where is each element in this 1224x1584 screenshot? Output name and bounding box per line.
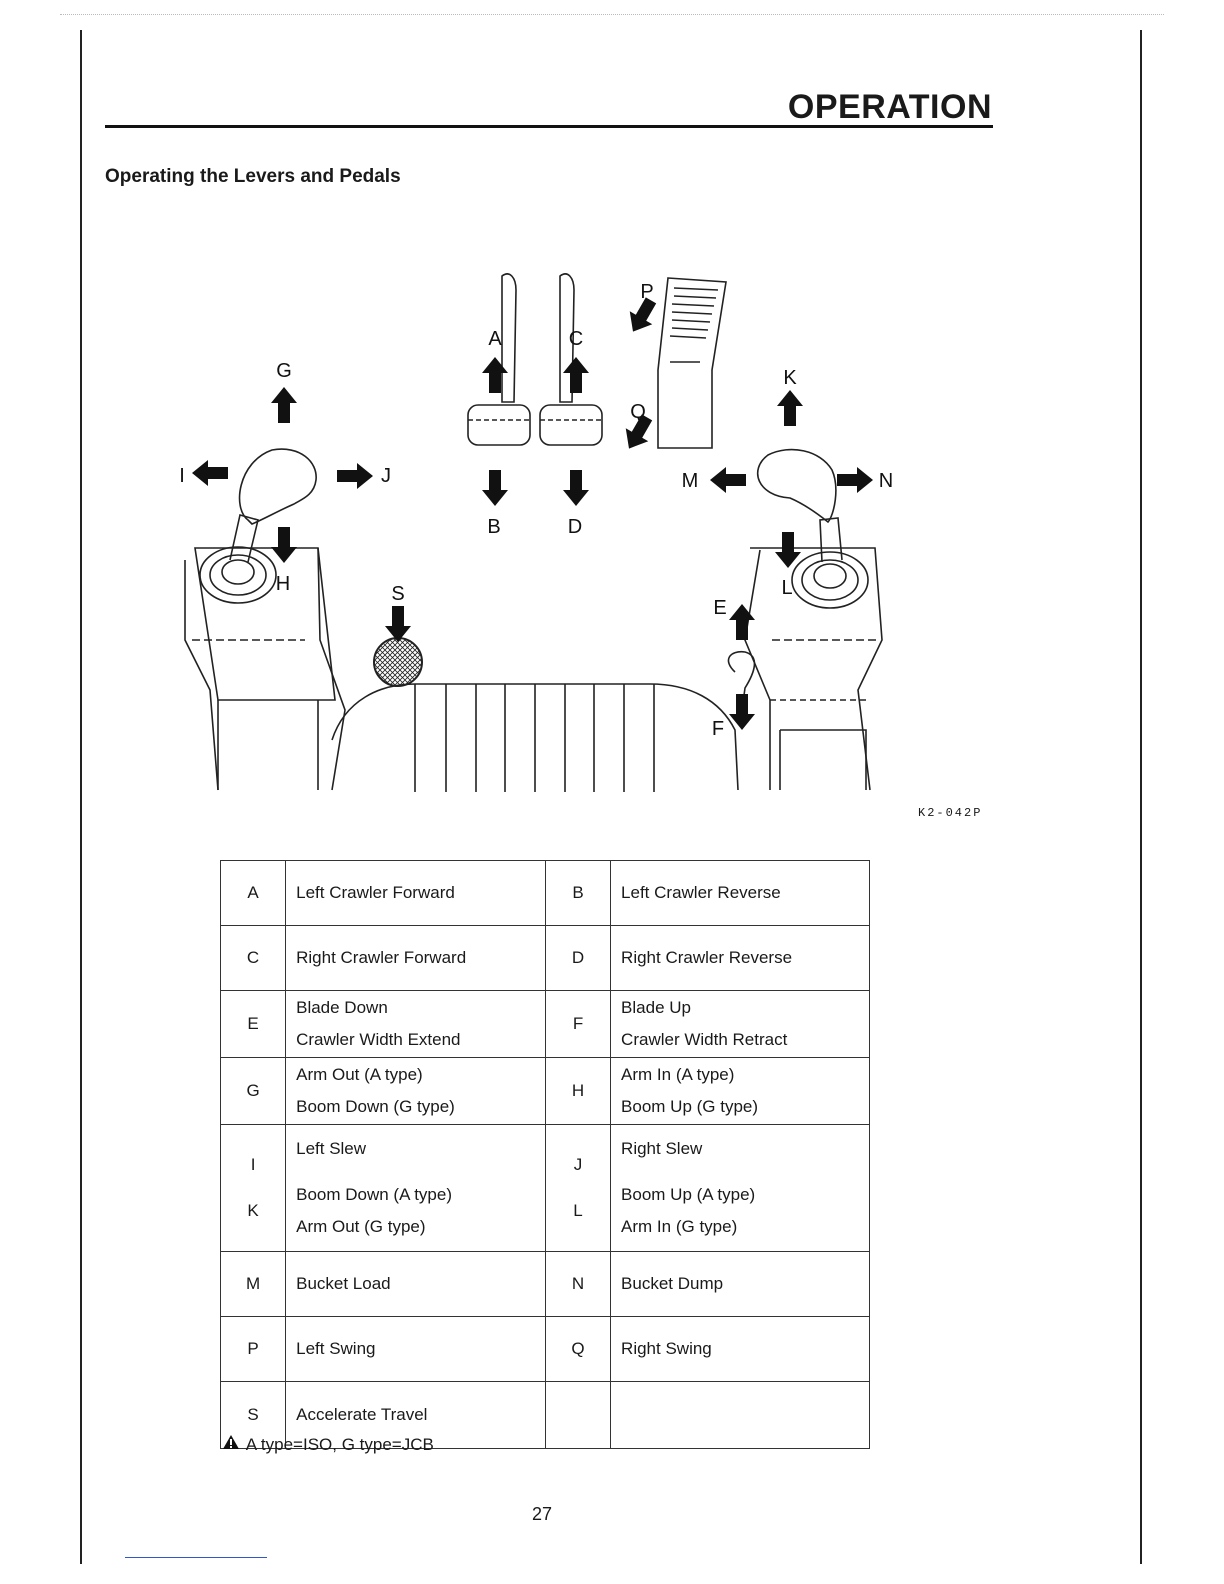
arrow-a-icon [482,357,508,393]
label-b: B [487,516,500,538]
legend-desc: Blade Up Crawler Width Retract [610,990,870,1058]
legend-key: M [219,1251,287,1317]
table-row: C Right Crawler Forward D Right Crawler … [219,925,870,991]
scan-artifact-line [125,1557,267,1558]
legend-desc: Left Crawler Forward [285,860,546,926]
label-q: Q [630,401,646,423]
legend-desc: Right Crawler Reverse [610,925,870,991]
note-text: A type=ISO, G type=JCB [245,1435,434,1454]
arrow-c-icon [563,357,589,393]
table-row: E Blade Down Crawler Width Extend F Blad… [219,990,870,1058]
legend-desc: Right Slew Boom Up (A type) Arm In (G ty… [610,1124,870,1252]
arrow-h-icon [271,527,297,563]
header-rule [105,125,993,128]
arrow-g-icon [271,387,297,423]
legend-key: B [544,860,612,926]
arrow-b-icon [482,470,508,506]
label-n: N [879,470,893,492]
arrow-n-icon [837,467,873,493]
page-left-border [80,30,82,1564]
label-g: G [276,360,292,382]
legend-key: P [219,1316,287,1382]
table-row: G Arm Out (A type) Boom Down (G type) H … [219,1057,870,1125]
legend-key: H [544,1057,612,1125]
header-title: OPERATION [787,88,992,126]
label-h: H [276,573,290,595]
legend-desc: Left Swing [285,1316,546,1382]
figure-code: K2-042P [918,806,983,820]
label-f: F [712,718,724,740]
legend-desc: Right Crawler Forward [285,925,546,991]
arrow-i-icon [192,460,228,486]
label-e: E [713,597,726,619]
legend-desc: Left Slew Boom Down (A type) Arm Out (G … [285,1124,546,1252]
legend-desc: Accelerate Travel [285,1381,546,1449]
arrow-l-icon [775,532,801,568]
legend-desc: Bucket Dump [610,1251,870,1317]
scan-top-edge [60,14,1164,15]
legend-key [544,1381,612,1449]
arrow-s-icon [385,606,411,642]
legend-key: D [544,925,612,991]
legend-key: A [219,860,287,926]
label-l: L [781,577,792,599]
table-row: A Left Crawler Forward B Left Crawler Re… [219,860,870,926]
label-s: S [391,583,404,605]
label-j: J [381,465,391,487]
legend-desc: Right Swing [610,1316,870,1382]
legend-key: E [219,990,287,1058]
label-i: I [179,465,185,487]
table-row: P Left Swing Q Right Swing [219,1316,870,1382]
arrow-j-icon [337,463,373,489]
legend-key: Q [544,1316,612,1382]
legend-key: G [219,1057,287,1125]
label-k: K [783,367,797,389]
legend-key: F [544,990,612,1058]
legend-key: J L [544,1124,612,1252]
legend-desc: Blade Down Crawler Width Extend [285,990,546,1058]
legend-desc: Bucket Load [285,1251,546,1317]
label-m: M [682,470,699,492]
controls-legend-table: A Left Crawler Forward B Left Crawler Re… [219,860,870,1449]
legend-key: I K [219,1124,287,1252]
type-note: A type=ISO, G type=JCB [222,1434,434,1455]
legend-key: N [544,1251,612,1317]
arrow-e-icon [729,604,755,640]
legend-key: C [219,925,287,991]
legend-desc: Arm Out (A type) Boom Down (G type) [285,1057,546,1125]
page-right-border [1140,30,1142,1564]
arrow-d-icon [563,470,589,506]
label-a: A [488,328,502,350]
section-title: Operating the Levers and Pedals [105,166,401,187]
label-p: P [640,281,653,303]
legend-desc [610,1381,870,1449]
table-row: S Accelerate Travel [219,1381,870,1449]
table-row: M Bucket Load N Bucket Dump [219,1251,870,1317]
arrow-m-icon [710,467,746,493]
label-d: D [568,516,582,538]
page-number: 27 [532,1504,553,1524]
table-row: I K Left Slew Boom Down (A type) Arm Out… [219,1124,870,1252]
legend-desc: Left Crawler Reverse [610,860,870,926]
levers-pedals-diagram: G H I J A B C D P Q K L M N E F S [179,273,893,792]
label-c: C [569,328,583,350]
arrow-k-icon [777,390,803,426]
legend-desc: Arm In (A type) Boom Up (G type) [610,1057,870,1125]
warning-triangle-icon [222,1434,242,1455]
